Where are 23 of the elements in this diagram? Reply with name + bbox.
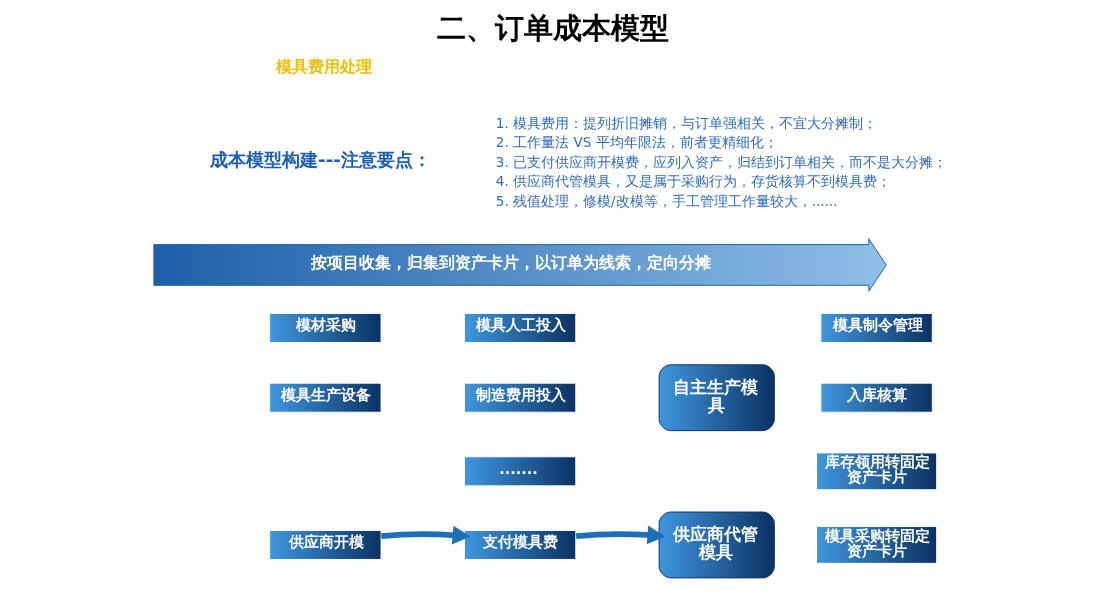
node-box: 供应商开模	[268, 529, 382, 560]
label: 5. 残值处理，修模/改模等，手工管理工作量较大，......	[495, 192, 837, 209]
label: 1. 模具费用：提列折旧摊销，与订单强相关，不宜大分摊制；	[495, 115, 877, 132]
node-box: .......	[463, 456, 576, 487]
diagram-title: 二、订单成本模型	[436, 11, 669, 46]
node-box: 库存领用转固定资产卡片	[815, 452, 937, 491]
node-box: 自主生产模具	[658, 364, 775, 432]
node-box: 模具采购转固定资产卡片	[815, 526, 937, 564]
node-box: 入库核算	[819, 382, 933, 413]
arrow	[575, 525, 665, 545]
arrow	[380, 525, 470, 545]
node-box: 模具生产设备	[268, 382, 382, 413]
node-box: 模具制令管理	[819, 312, 933, 343]
node-box: 模具人工投入	[463, 312, 576, 343]
label: 2. 工作量法 VS 平均年限法，前者更精细化；	[495, 134, 778, 151]
label: 3. 已支付供应商开模费，应列入资产，归结到订单相关，而不是大分摊；	[495, 153, 947, 170]
node-box: 制造费用投入	[463, 382, 576, 413]
label: 模具费用处理	[275, 57, 372, 76]
label: 成本模型构建---注意要点：	[209, 149, 431, 171]
label: 4. 供应商代管模具，又是属于采购行为，存货核算不到模具费；	[495, 173, 891, 190]
node-box: 供应商代管模具	[658, 511, 775, 579]
node-box: 模材采购	[268, 312, 382, 343]
node-box: 支付模具费	[463, 529, 576, 560]
